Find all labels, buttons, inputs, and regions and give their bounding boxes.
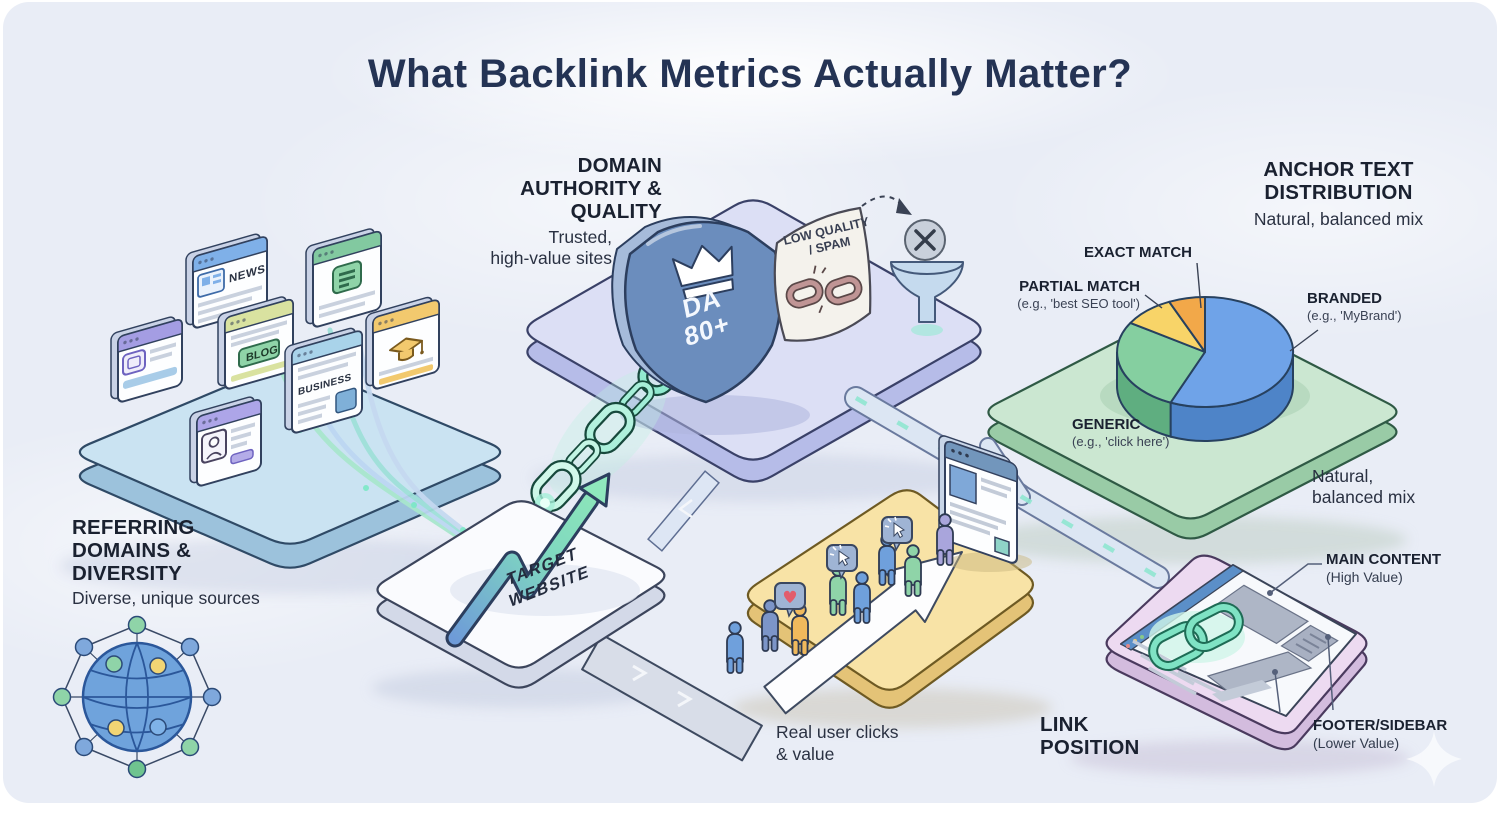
- main-content-sublabel: (High Value): [1326, 569, 1403, 585]
- news-window: NEWS: [185, 233, 268, 329]
- spam-funnel: [861, 195, 964, 336]
- pie-label-branded: BRANDED: [1307, 290, 1382, 307]
- business-window: BUSINESS: [284, 327, 363, 434]
- click-bubble-2: [881, 516, 913, 552]
- crown-icon: [671, 244, 735, 301]
- spam-paper: [773, 206, 872, 342]
- domain-authority-heading: DOMAIN AUTHORITY & QUALITY: [520, 154, 662, 223]
- diversity-globe: [52, 615, 222, 779]
- footer-sidebar-label: FOOTER/SIDEBAR: [1313, 717, 1448, 734]
- target-website-platform: [376, 500, 666, 689]
- referring-domains-subtitle: Diverse, unique sources: [72, 588, 260, 608]
- like-bubble: [774, 582, 806, 618]
- authority-shield: [611, 216, 783, 404]
- graduation-cap-icon: [389, 337, 424, 362]
- pie-label-generic: GENERIC: [1072, 416, 1141, 433]
- link-icon: [1148, 602, 1244, 671]
- link-position-tablet: [1105, 554, 1368, 751]
- anchor-text-note: Natural, balanced mix: [1312, 466, 1416, 507]
- main-content-block: [1211, 584, 1310, 645]
- anchor-text-subtitle: Natural, balanced mix: [1253, 209, 1424, 229]
- profile-window: [189, 396, 262, 487]
- pie-label-exact-match: EXACT MATCH: [1083, 244, 1192, 261]
- domain-authority-subtitle: Trusted, high-value sites: [490, 227, 612, 268]
- green-site-window: [305, 228, 382, 328]
- sparkle-icon: [1406, 731, 1462, 787]
- page-title: What Backlink Metrics Actually Matter?: [367, 52, 1133, 96]
- pie-label-generic-example: (e.g., 'click here'): [1072, 434, 1170, 449]
- pie-label-partial-example: (e.g., 'best SEO tool'): [1017, 296, 1140, 311]
- user-clicks-caption: Real user clicks & value: [776, 722, 899, 764]
- anchor-text-heading: ANCHOR TEXT DISTRIBUTION: [1263, 158, 1414, 204]
- referring-domains-heading: REFERRING DOMAINS & DIVERSITY: [72, 516, 195, 585]
- footer-block: [1206, 651, 1313, 694]
- growth-arrow: [445, 472, 611, 648]
- broken-chain-icon: [785, 265, 863, 314]
- anchor-pie-chart: [1100, 262, 1319, 442]
- referring-sites-windows: NEWS: [110, 228, 440, 487]
- pie-slice-exact: [1168, 296, 1206, 353]
- pie-label-partial-match: PARTIAL MATCH: [1019, 278, 1140, 295]
- referring-domains-platform: [78, 363, 502, 569]
- education-window: [365, 296, 440, 390]
- pie-slice-generic: [1116, 321, 1206, 404]
- website-window: [938, 435, 1032, 572]
- footer-sidebar-sublabel: (Lower Value): [1313, 735, 1400, 751]
- blog-window: BLOG: [217, 296, 294, 390]
- main-content-label: MAIN CONTENT: [1326, 551, 1441, 568]
- purple-site-window: [110, 316, 183, 403]
- pie-slice-branded: [1169, 296, 1295, 408]
- road-to-users: [581, 633, 763, 762]
- callout-lines: [1269, 563, 1334, 713]
- pie-label-branded-example: (e.g., 'MyBrand'): [1307, 308, 1402, 323]
- click-bubble: [826, 544, 858, 580]
- link-position-heading: LINK POSITION: [1040, 713, 1140, 759]
